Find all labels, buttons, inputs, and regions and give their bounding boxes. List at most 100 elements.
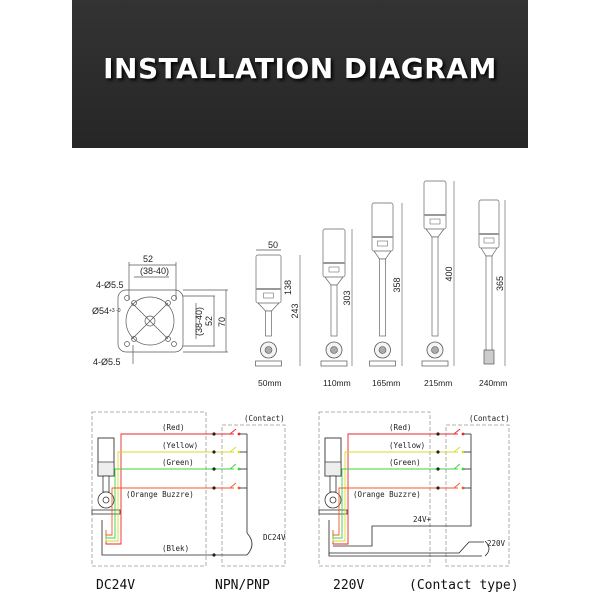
tower-1: 243 50mm	[255, 254, 301, 388]
tower-icon-base	[318, 509, 348, 515]
dash-box-lamp	[91, 411, 207, 567]
tower-icon-pole	[329, 475, 337, 493]
mount-plate-drawing: 52 (38-40) 4-Ø5.5 Ø54 +3 -0 4-Ø5.5 (38-4…	[92, 254, 228, 367]
tower-neck	[324, 276, 344, 286]
wire-label-yellow: (Yellow)	[389, 441, 425, 450]
wire-green	[332, 468, 458, 539]
tower-head	[322, 228, 346, 278]
switch-contact	[461, 486, 465, 490]
switch-orange	[453, 482, 461, 489]
switch-contact	[461, 432, 465, 436]
tower-head-dim: 138	[283, 280, 293, 295]
wire-orange	[332, 487, 458, 536]
wire-label-red: (Red)	[389, 423, 412, 432]
wire-label-orange: (Orange Buzzre)	[126, 490, 194, 499]
plate-height-dim: 70	[217, 317, 227, 327]
bracket-bolt	[330, 346, 338, 354]
logo-icon	[429, 218, 441, 225]
tower-height-dim: 400	[444, 266, 454, 281]
dash-box-contact	[445, 424, 510, 567]
tower-pole	[265, 310, 272, 337]
dc24v-supply-label: DC24V	[263, 533, 286, 542]
tower-neck	[425, 228, 445, 238]
tower-head	[478, 199, 500, 249]
wire-label-green: (Green)	[162, 458, 194, 467]
tower-base	[421, 360, 449, 367]
tower-base	[369, 360, 396, 367]
wire-label-orange: (Orange Buzzre)	[353, 490, 421, 499]
tower-neck	[373, 250, 392, 260]
switch-yellow	[453, 446, 461, 453]
tower-height-dim: 303	[342, 290, 352, 305]
tower-width-dim: 50	[268, 240, 278, 250]
left-type-caption: NPN/PNP	[215, 578, 270, 593]
wire-red	[332, 433, 458, 545]
wire-220v-a	[328, 520, 484, 554]
tower-length-label: 215mm	[424, 378, 452, 388]
supply-bracket	[484, 540, 490, 557]
supply-bracket	[246, 532, 253, 556]
terminal-dot	[212, 553, 216, 557]
cutout-tolerance: +3 -0	[109, 308, 121, 314]
220v-supply-label: 220V	[487, 539, 506, 548]
plate-v-spacing-dim: (38-40)	[194, 307, 204, 336]
tower-height-dim: 243	[290, 303, 300, 318]
wiring-npn-pnp: (Red) (Yellow) (Green) (Orange Buzzre) (Blek…	[91, 411, 286, 567]
plate-outline	[117, 289, 184, 353]
tower-head	[423, 180, 447, 230]
tower-icon-bolt	[102, 496, 110, 504]
switch-green	[453, 463, 461, 470]
title-banner	[72, 0, 528, 148]
terminal-dot	[212, 486, 216, 490]
switch-red	[453, 428, 461, 435]
switch-contact	[237, 486, 241, 490]
wire-label-green: (Green)	[389, 458, 421, 467]
bracket-bolt	[431, 346, 439, 354]
logo-icon	[483, 237, 495, 244]
tower-4: 400 215mm	[421, 180, 455, 388]
cutout-dim: Ø54	[92, 306, 109, 316]
bracket-bolt	[264, 346, 273, 354]
tower-icon-bolt	[329, 496, 337, 504]
holes-top-dim: 4-Ø5.5	[96, 280, 124, 290]
plate-width-dim: 52	[143, 254, 153, 264]
tower-pole	[431, 236, 439, 337]
plate-v-width-dim: 52	[204, 316, 214, 326]
terminal-dot	[212, 467, 216, 471]
tower-icon-band	[97, 461, 115, 477]
tower-length-label: 50mm	[258, 378, 282, 388]
wire-label-yellow: (Yellow)	[162, 441, 198, 450]
tower-head	[371, 202, 394, 252]
wire-black	[101, 520, 247, 556]
dash-box-contact	[221, 424, 286, 567]
switch-contact	[461, 467, 465, 471]
terminal-dot	[436, 450, 440, 454]
tower-height-dim: 365	[495, 276, 505, 291]
bracket-bolt	[378, 346, 387, 354]
switch-contact	[237, 432, 241, 436]
wire-green	[105, 468, 234, 539]
switch-contact	[237, 450, 241, 454]
wiring-contact-type: (Red)(Yellow)(Green)(Orange Buzzre)24V+2…	[318, 411, 510, 567]
contact-label: (Contact)	[244, 414, 285, 423]
wire-label-red: (Red)	[162, 423, 185, 432]
plate-hole-spacing-dim: (38-40)	[140, 266, 169, 276]
page-title: INSTALLATION DIAGRAM	[103, 52, 497, 85]
tower-5: 365 240mm	[478, 199, 507, 388]
tower-length-label: 240mm	[479, 378, 507, 388]
switch-contact	[237, 467, 241, 471]
holes-bottom-dim: 4-Ø5.5	[93, 357, 121, 367]
plate-cutout	[125, 296, 175, 346]
tower-pole	[379, 258, 386, 337]
switch-red	[229, 428, 237, 435]
switch-contact	[461, 450, 465, 454]
tower-base	[255, 360, 282, 367]
terminal-dot	[212, 450, 216, 454]
tower-pole	[330, 284, 338, 337]
wire-label-black: (Blek)	[162, 544, 189, 553]
